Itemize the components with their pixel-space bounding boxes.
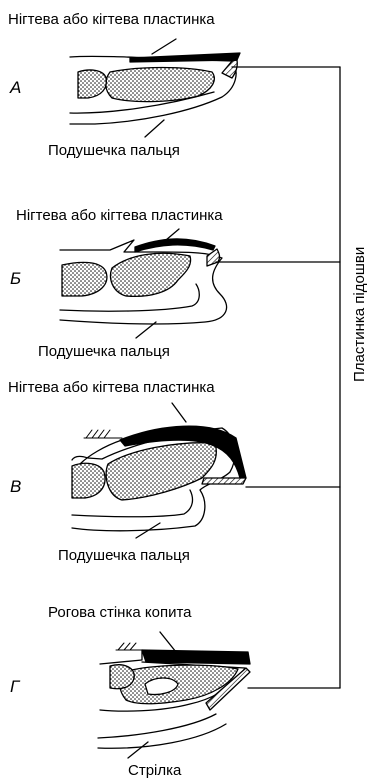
bone-middle-b [62, 262, 107, 296]
frog-d [98, 714, 226, 748]
claw-base-hatch-c [84, 430, 122, 438]
bone-distal-a [106, 68, 215, 102]
panel-b-bottom-label: Подушечка пальця [38, 344, 170, 359]
hoof-pointer-d [160, 632, 176, 652]
hoof-wall-hatch-d [116, 643, 142, 650]
bone-distal-c [106, 443, 216, 500]
panel-c-top-label: Нігтева або кігтева пластинка [8, 380, 215, 395]
nail-pointer-a [152, 39, 176, 54]
bone-middle-c [72, 463, 105, 498]
panel-c-letter: В [10, 478, 21, 495]
panel-c-bottom-label: Подушечка пальця [58, 548, 190, 563]
panel-d-letter: Г [10, 678, 19, 695]
nail-plate-a [130, 53, 240, 62]
panel-a-drawing [70, 39, 340, 137]
panel-d-top-label: Рогова стінка копита [48, 605, 192, 620]
nail-plate-b [135, 239, 215, 252]
sole-plate-side-label: Пластинка підошви [352, 247, 367, 382]
hoof-wall-d [142, 650, 250, 664]
panel-d-drawing [98, 632, 340, 758]
bone-distal-b [111, 253, 191, 296]
panel-a-bottom-label: Подушечка пальця [48, 143, 180, 158]
frog-pointer-d [128, 742, 148, 758]
claw-pointer-c [172, 403, 186, 422]
panel-a-letter: А [10, 79, 21, 96]
panel-b-letter: Б [10, 270, 21, 287]
panel-d-bottom-label: Стрілка [128, 763, 181, 778]
panel-a-top-label: Нігтева або кігтева пластинка [8, 12, 215, 27]
bone-navicular-d [110, 665, 134, 689]
pad-pointer-a [145, 120, 164, 137]
panel-c-drawing [72, 403, 340, 538]
sole-plate-a [222, 60, 237, 78]
panel-b-top-label: Нігтева або кігтева пластинка [16, 208, 223, 223]
panel-b-drawing [60, 229, 340, 338]
bone-middle-a [78, 70, 106, 98]
sole-plate-c [202, 478, 246, 484]
